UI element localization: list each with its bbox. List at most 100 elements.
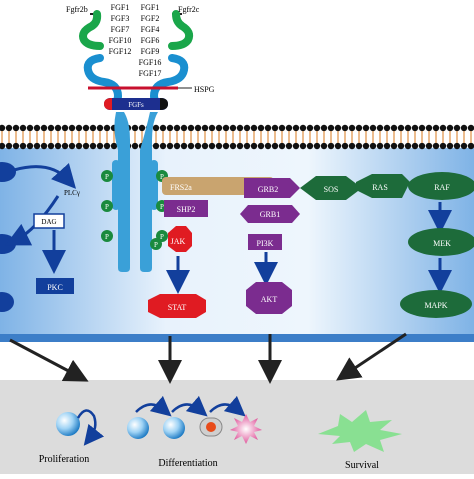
lipid-head [82, 142, 90, 150]
phospho-label: P [105, 233, 109, 241]
phospho-label: P [105, 173, 109, 181]
receptor-label-fgfr2b: Fgfr2b [66, 5, 88, 14]
lipid-head [383, 124, 391, 132]
lipid-head [271, 142, 279, 150]
akt-node [246, 282, 292, 314]
lipid-head [0, 124, 6, 132]
lipid-head [320, 142, 328, 150]
lipid-head [26, 124, 34, 132]
survival-label: Survival [345, 460, 379, 471]
lipid-head [446, 124, 454, 132]
lipid-head [411, 142, 419, 150]
lipid-head [61, 142, 69, 150]
sos-node [300, 176, 362, 200]
ig-loop-green-left [79, 10, 104, 50]
phospho-label: P [160, 173, 164, 181]
lipid-head [285, 142, 293, 150]
lipid-head [208, 142, 216, 150]
lipid-head [201, 142, 209, 150]
plc-pathway: PLCγ DAG PKC [0, 162, 80, 312]
lipid-head [348, 124, 356, 132]
lipid-head [187, 142, 195, 150]
lipid-head [439, 142, 447, 150]
ligand-label: FGF3 [111, 14, 130, 23]
lipid-head [40, 142, 48, 150]
lipid-head [278, 142, 286, 150]
lipid-head [40, 124, 48, 132]
mek-label: MEK [433, 239, 451, 248]
lipid-head [397, 124, 405, 132]
lipid-head [54, 142, 62, 150]
lipid-head [103, 124, 111, 132]
lipid-head [467, 142, 474, 150]
lipid-head [215, 124, 223, 132]
lipid-head [236, 124, 244, 132]
lipid-head [47, 124, 55, 132]
mapk-label: MAPK [424, 301, 447, 310]
lipid-head [460, 142, 468, 150]
differentiation-label: Differentiation [158, 458, 217, 469]
ig-loop-blue-left [83, 54, 123, 108]
phospho-site [101, 230, 113, 242]
pi3k-box [248, 234, 282, 250]
lipid-head [306, 124, 314, 132]
lipid-head [299, 142, 307, 150]
lipid-head [82, 124, 90, 132]
lipid-head [194, 124, 202, 132]
stat-node [148, 294, 206, 318]
lipid-head [201, 124, 209, 132]
differentiation-outcome: Differentiation [127, 395, 262, 469]
ligand-label: FGF16 [139, 58, 162, 67]
lipid-head [418, 142, 426, 150]
lipid-head [68, 142, 76, 150]
receptor-right [140, 112, 158, 272]
jak-node [168, 226, 192, 252]
receptor-label-fgfr2c: Fgfr2c [178, 5, 200, 14]
lipid-head [460, 124, 468, 132]
lipid-head [257, 142, 265, 150]
phospho-site [101, 200, 113, 212]
lipid-head [285, 124, 293, 132]
lipid-head [54, 124, 62, 132]
lipid-head [12, 142, 20, 150]
lipid-head [208, 124, 216, 132]
lipid-head [173, 124, 181, 132]
raf-node [408, 172, 474, 200]
lipid-head [19, 142, 27, 150]
lipid-head [439, 124, 447, 132]
lipid-head [306, 142, 314, 150]
lipid-head [131, 142, 139, 150]
shp2-box [164, 200, 208, 217]
akt-label: AKT [261, 295, 278, 304]
lipid-head [362, 124, 370, 132]
survival-cell-icon [318, 410, 402, 452]
lipid-head [425, 124, 433, 132]
lipid-head [271, 124, 279, 132]
lipid-head [68, 124, 76, 132]
lipid-head [180, 142, 188, 150]
lipid-head [89, 124, 97, 132]
cell-icon [127, 417, 149, 439]
ligand-label: FGF17 [139, 69, 162, 78]
hspg-label: HSPG [194, 85, 215, 94]
shp2-label: SHP2 [177, 205, 196, 214]
ig-loop-green-right [168, 10, 194, 50]
fgfs-label: FGFs [128, 101, 144, 109]
grb1-label: GRB1 [260, 210, 280, 219]
lipid-head [425, 142, 433, 150]
lipid-head [250, 142, 258, 150]
lipid-head [397, 142, 405, 150]
lipid-head [159, 124, 167, 132]
lipid-head [173, 142, 181, 150]
lipid-head [166, 124, 174, 132]
lipid-head [0, 142, 6, 150]
left-node-bottom [0, 292, 14, 312]
ligand-label: FGF6 [141, 36, 160, 45]
lipid-head [222, 124, 230, 132]
cytoplasm-edge [0, 334, 474, 342]
proliferation-outcome: Proliferation [39, 409, 105, 465]
lipid-head [313, 124, 321, 132]
lipid-head [187, 124, 195, 132]
lipid-head [257, 124, 265, 132]
